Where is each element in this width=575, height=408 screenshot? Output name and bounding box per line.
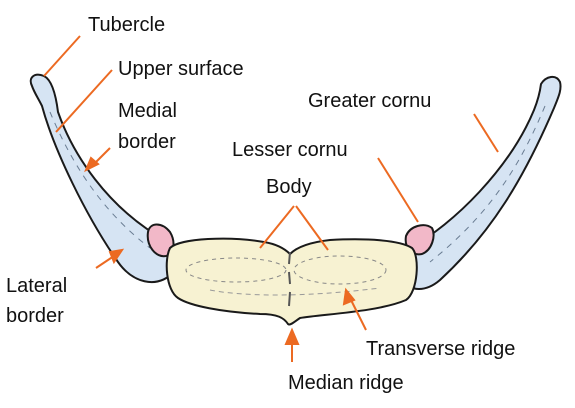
label-transverse-ridge: Transverse ridge	[366, 338, 516, 360]
label-lateral-border-line1: Lateral	[6, 275, 68, 297]
body-right-pointer	[295, 205, 329, 251]
label-lateral-border-line2: border	[6, 305, 64, 327]
hyoid-body	[165, 237, 418, 326]
greater-cornu-pointer	[473, 113, 499, 153]
upper-surface-pointer	[55, 69, 113, 133]
label-tubercle: Tubercle	[88, 14, 166, 36]
medial-border-arrowhead	[84, 156, 100, 173]
body-left-pointer	[259, 205, 295, 249]
lateral-border-arrowhead	[108, 248, 125, 265]
median-ridge-line	[288, 251, 291, 307]
label-medial-border-line1: Medial	[118, 100, 177, 122]
transverse-ridge-arrowhead	[342, 287, 356, 306]
label-median-ridge: Median ridge	[288, 372, 404, 394]
median-ridge-arrowhead	[284, 327, 300, 345]
right-body-ridge	[293, 255, 387, 285]
label-greater-cornu: Greater cornu	[308, 90, 432, 112]
lateral-border-pointer	[95, 255, 115, 269]
tubercle-pointer	[43, 35, 81, 77]
right-cornu-dash	[429, 105, 546, 263]
left-body-ridge	[185, 257, 287, 283]
label-lesser-cornu: Lesser cornu	[232, 139, 348, 161]
transverse-ridge-line	[209, 287, 381, 296]
left-cornu-dash	[49, 111, 151, 249]
label-medial-border-line2: border	[118, 131, 176, 153]
lesser-cornu-pointer	[377, 157, 419, 223]
transverse-ridge-pointer	[349, 297, 367, 331]
label-upper-surface: Upper surface	[118, 58, 244, 80]
label-body: Body	[266, 176, 312, 198]
right-greater-cornu	[403, 76, 562, 290]
